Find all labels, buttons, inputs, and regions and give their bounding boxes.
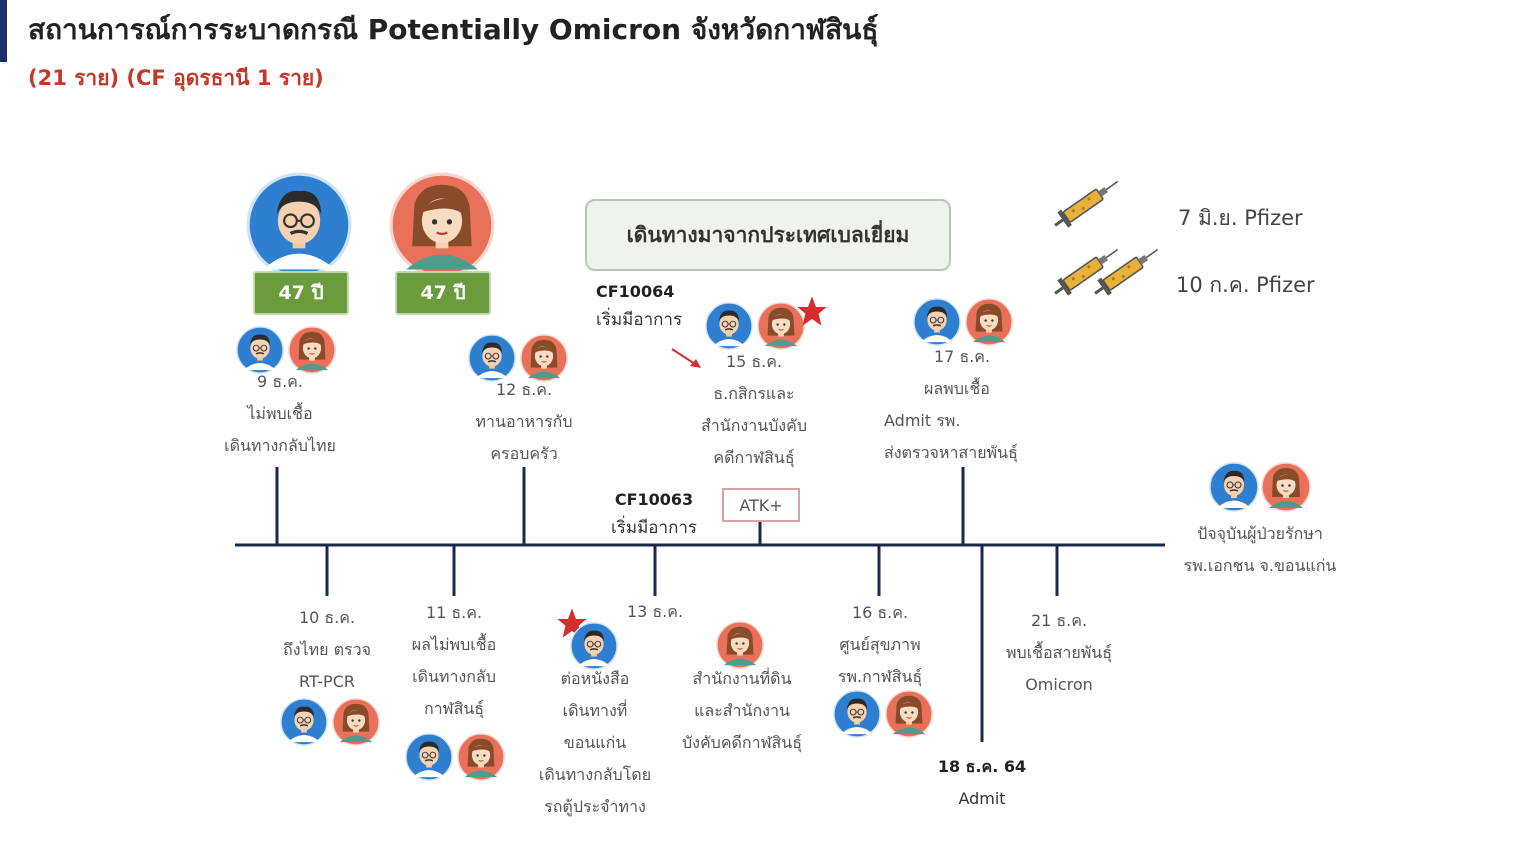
event-13-dec-date: 13 ธ.ค. (626, 602, 684, 621)
origin-banner: เดินทางมาจากประเทศเบลเยี่ยม (585, 199, 951, 271)
case-cf10064: CF10064 เริ่มมีอาการ (596, 282, 683, 330)
male-avatar-icon (833, 690, 881, 738)
page-title: สถานการณ์การระบาดกรณี Potentially Omicro… (28, 13, 879, 46)
male-avatar-icon (913, 298, 961, 346)
event-18-dec: 18 ธ.ค. 64 Admit (937, 757, 1027, 808)
event-16-dec: 16 ธ.ค.ศูนย์สุขภาพรพ.กาฬสินธุ์ (837, 603, 923, 686)
male-avatar-icon (405, 733, 453, 781)
female-avatar-icon (1261, 462, 1311, 512)
event-9-dec: 9 ธ.ค.ไม่พบเชื้อเดินทางกลับไทย (224, 372, 336, 455)
syringe-icon (1088, 238, 1166, 304)
event-12-dec: 12 ธ.ค.ทานอาหารกับครอบครัว (475, 380, 573, 463)
male-patient-avatar (246, 172, 352, 278)
male-avatar-icon (705, 302, 753, 350)
female-avatar-icon (457, 733, 505, 781)
arrow-head (690, 359, 701, 368)
male-avatar-icon (280, 698, 328, 746)
female-avatar-icon (332, 698, 380, 746)
event-13-dec-female: สำนักงานที่ดินและสำนักงานบังคับคดีกาฬสิน… (682, 669, 802, 752)
female-avatar-icon (885, 690, 933, 738)
female-avatar-icon (965, 298, 1013, 346)
page-subtitle: (21 ราย) (CF อุดรธานี 1 ราย) (28, 66, 324, 90)
syringe-icon (1048, 170, 1126, 236)
case-cf10063: CF10063 เริ่มมีอาการ (610, 490, 698, 538)
accent-bar (0, 0, 7, 62)
female-avatar-icon (716, 621, 764, 669)
event-17-dec: 17 ธ.ค. ผลพบเชื้อ Admit รพ. ส่งตรวจหาสาย… (884, 347, 1018, 462)
event-13-dec-male: ต่อหนังสือเดินทางที่ขอนแก่นเดินทางกลับโด… (538, 669, 652, 816)
female-age-badge: 47 ปี (395, 271, 491, 315)
female-patient-avatar (389, 172, 495, 278)
event-11-dec: 11 ธ.ค.ผลไม่พบเชื้อเดินทางกลับกาฬสินธุ์ (411, 603, 497, 718)
event-15-dec: 15 ธ.ค.ธ.กสิกรและสำนักงานบังคับคดีกาฬสิน… (701, 352, 807, 467)
male-age-badge: 47 ปี (253, 271, 349, 315)
vaccine-dose-1: 7 มิ.ย. Pfizer (1178, 206, 1303, 230)
male-avatar-icon (1209, 462, 1259, 512)
current-status: ปัจจุบันผู้ป่วยรักษารพ.เอกชน จ.ขอนแก่น (1183, 524, 1337, 575)
atk-positive-badge: ATK+ (722, 488, 800, 522)
vaccine-dose-2: 10 ก.ค. Pfizer (1176, 273, 1315, 297)
star-icon (796, 295, 828, 327)
event-21-dec: 21 ธ.ค.พบเชื้อสายพันธุ์Omicron (1005, 611, 1112, 694)
